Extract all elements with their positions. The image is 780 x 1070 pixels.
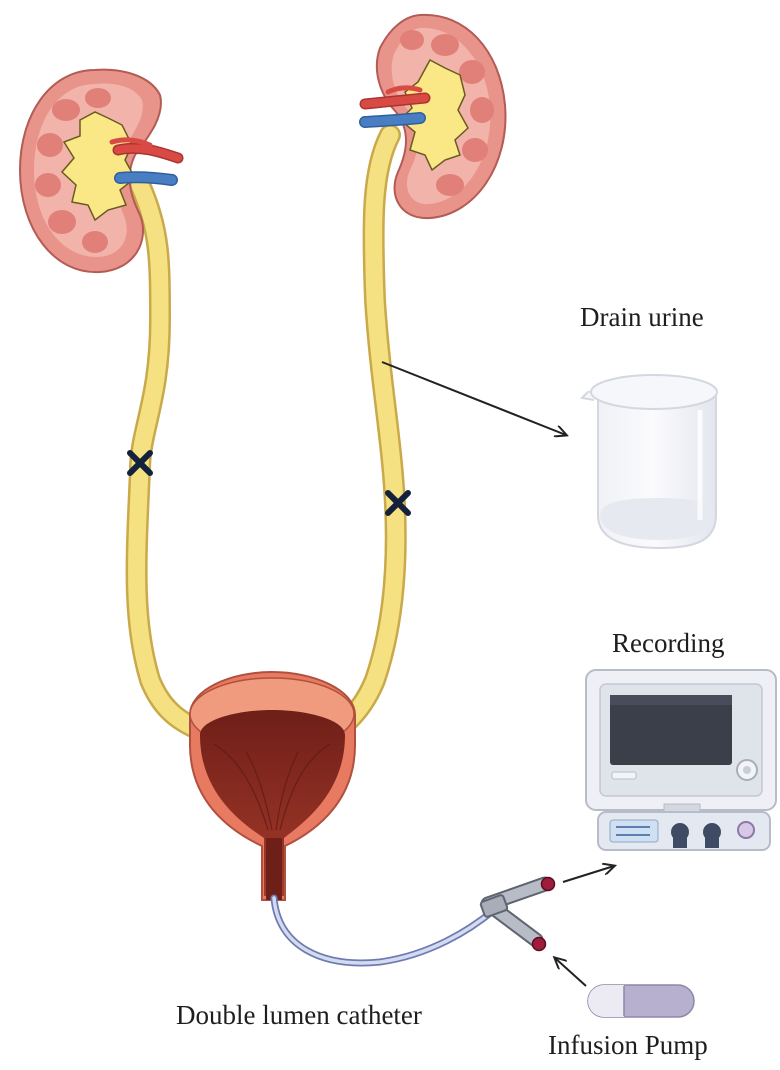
catheter-tube — [274, 898, 494, 963]
bladder-icon — [190, 672, 355, 900]
infusion-pump-label: Infusion Pump — [548, 1030, 708, 1061]
right-ureter — [340, 135, 396, 728]
double-lumen-catheter-label: Double lumen catheter — [176, 1000, 422, 1031]
double-lumen-connector-icon — [480, 878, 555, 951]
beaker-icon — [582, 375, 717, 548]
recording-monitor-icon — [586, 670, 776, 850]
infusion-arrow — [555, 958, 586, 986]
infusion-pump-icon — [588, 985, 694, 1017]
drain-urine-label: Drain urine — [580, 302, 704, 333]
drain-arrow — [382, 362, 566, 435]
recording-label: Recording — [612, 628, 724, 659]
recording-arrow — [563, 866, 614, 882]
